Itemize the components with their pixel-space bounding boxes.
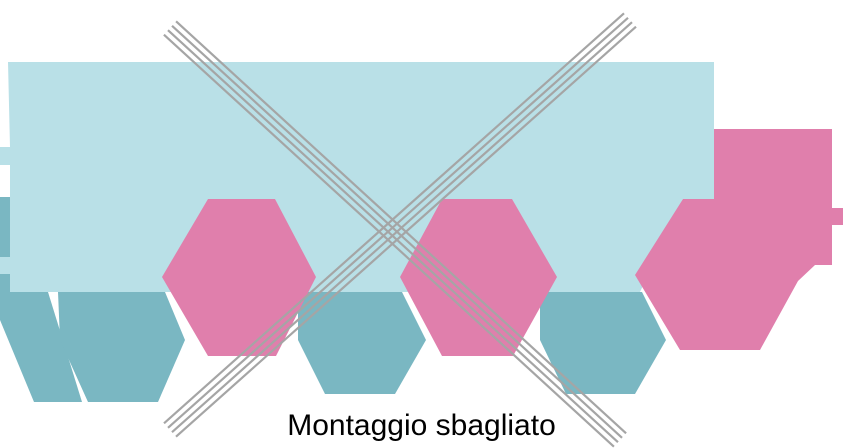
teal-tab-2 xyxy=(298,292,426,394)
caption-text: Montaggio sbagliato xyxy=(0,408,843,444)
teal-tab-1 xyxy=(58,292,185,402)
light-blue-strip xyxy=(0,62,714,292)
